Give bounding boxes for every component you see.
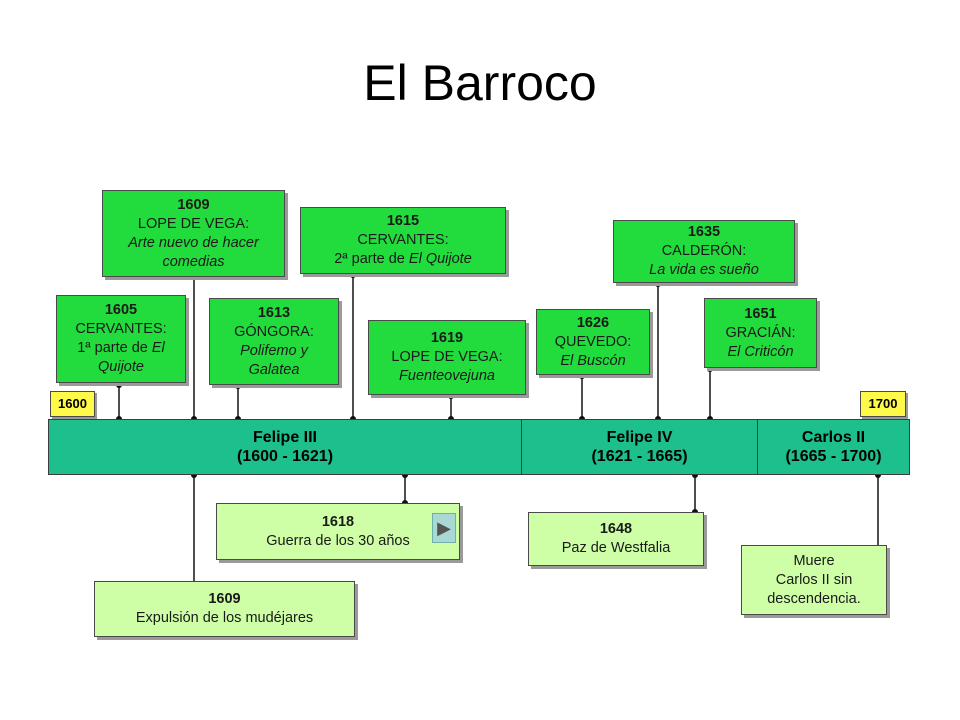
reign-carlos-ii: Carlos II (1665 - 1700): [757, 419, 910, 475]
event-1648-paz-westfalia: 1648 Paz de Westfalia: [528, 512, 704, 566]
event-muere-carlos-ii: Muere Carlos II sin descendencia.: [741, 545, 887, 615]
event-1651-gracian: 1651 GRACIÁN: El Criticón: [704, 298, 817, 368]
end-year-marker: 1700: [860, 391, 906, 417]
play-triangle-icon[interactable]: ▶: [432, 513, 456, 543]
event-1635-calderon: 1635 CALDERÓN: La vida es sueño: [613, 220, 795, 283]
event-1615-cervantes-quijote-2: 1615 CERVANTES: 2ª parte de El Quijote: [300, 207, 506, 274]
event-1609-expulsion-mudejares: 1609 Expulsión de los mudéjares: [94, 581, 355, 637]
reign-felipe-iv: Felipe IV (1621 - 1665): [521, 419, 758, 475]
event-1613-gongora: 1613 GÓNGORA: Polifemo y Galatea: [209, 298, 339, 385]
slide-title: El Barroco: [363, 55, 597, 111]
event-1609-lope-arte-nuevo: 1609 LOPE DE VEGA: Arte nuevo de hacer c…: [102, 190, 285, 277]
start-year-marker: 1600: [50, 391, 95, 417]
event-1605-cervantes-quijote-1: 1605 CERVANTES: 1ª parte de El Quijote: [56, 295, 186, 383]
event-1626-quevedo: 1626 QUEVEDO: El Buscón: [536, 309, 650, 375]
reign-felipe-iii: Felipe III (1600 - 1621): [48, 419, 522, 475]
event-1619-fuenteovejuna: 1619 LOPE DE VEGA: Fuenteovejuna: [368, 320, 526, 395]
event-1618-guerra-30-anos: 1618 Guerra de los 30 años: [216, 503, 460, 560]
connector-dot: [116, 382, 122, 388]
